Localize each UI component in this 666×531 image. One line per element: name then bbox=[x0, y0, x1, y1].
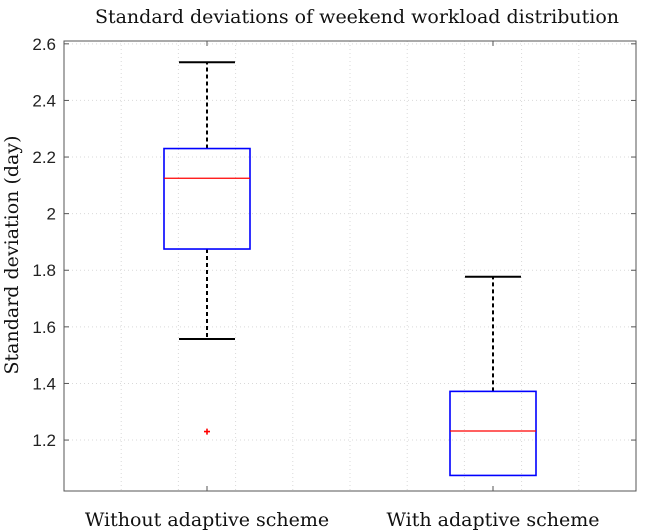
outlier-point bbox=[204, 428, 210, 435]
y-tick-label: 2.2 bbox=[32, 148, 56, 167]
y-tick-label: 1.6 bbox=[32, 318, 56, 337]
y-tick-label: 1.8 bbox=[32, 261, 56, 280]
iqr-box bbox=[163, 147, 251, 250]
y-tick-label: 2.4 bbox=[32, 91, 56, 110]
box-2: With adaptive scheme bbox=[386, 41, 600, 531]
y-axis-label: Standard deviation (day) bbox=[1, 135, 23, 374]
axes-frame bbox=[63, 40, 637, 492]
iqr-box bbox=[449, 390, 537, 477]
y-tick-label: 1.4 bbox=[32, 374, 56, 393]
chart-title: Standard deviations of weekend workload … bbox=[95, 6, 619, 28]
x-category-label: With adaptive scheme bbox=[386, 509, 599, 531]
box-1: Without adaptive scheme bbox=[85, 41, 329, 531]
y-tick-label: 1.2 bbox=[32, 431, 56, 450]
y-tick-label: 2.6 bbox=[32, 35, 56, 54]
x-category-label: Without adaptive scheme bbox=[85, 509, 329, 531]
y-tick-label: 2 bbox=[47, 205, 56, 224]
